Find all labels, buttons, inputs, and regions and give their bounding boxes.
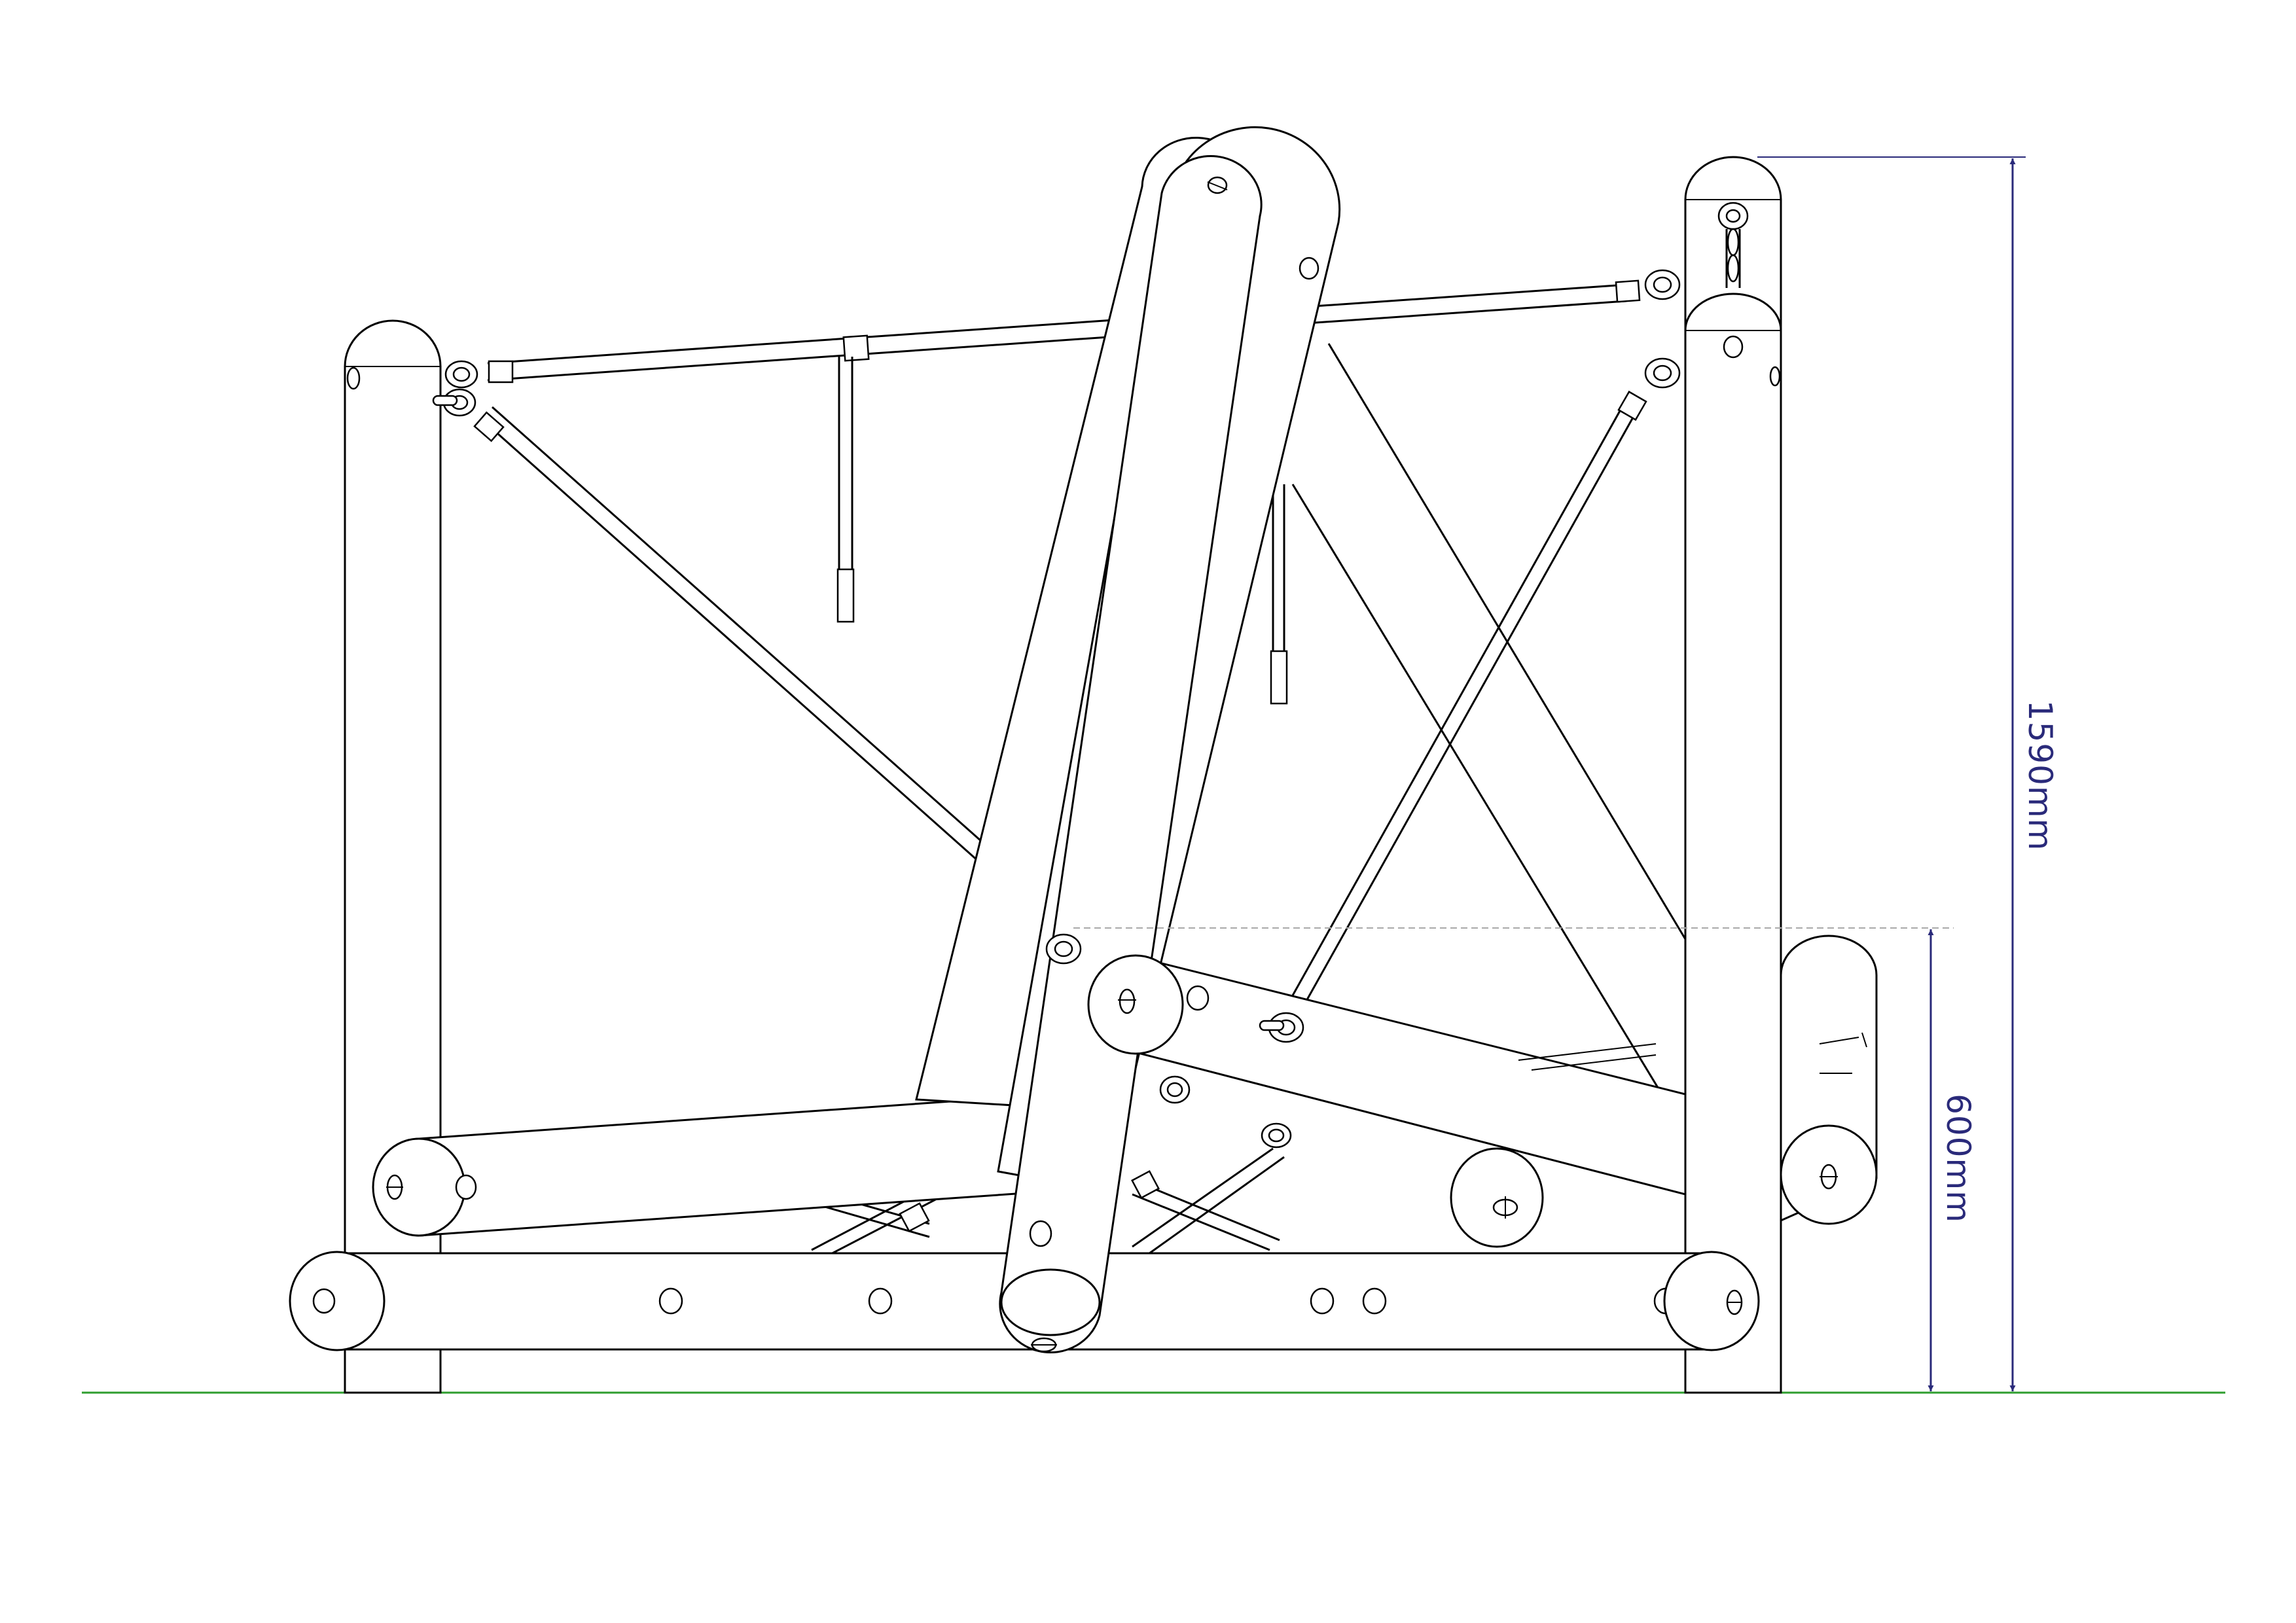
top-rope (487, 279, 1641, 383)
top-chain (1717, 202, 1749, 288)
eye-bolt (1159, 1075, 1191, 1104)
eye-bolt (432, 388, 476, 417)
right-front-post (1684, 293, 1782, 1394)
eye-bolt (444, 360, 478, 389)
hanging-rope-rear (1270, 484, 1288, 705)
eye-bolt (1259, 1012, 1304, 1043)
back-diagonal-beam (1291, 343, 1687, 1107)
platform-height-label: 600mm (1939, 1094, 1977, 1223)
total-height-label: 1590mm (2021, 700, 2059, 851)
eye-bolt (1644, 357, 1681, 389)
dimension-platform-height: 600mm (1928, 929, 1977, 1391)
tilted-beam-front (999, 154, 1263, 1354)
slanted-beam-cap (1087, 954, 1210, 1055)
eye-bolt (1644, 269, 1681, 300)
right-stub-post (1780, 935, 1878, 1225)
diagonal-rope-right (1288, 390, 1647, 1008)
left-lower-beam (372, 1093, 1055, 1237)
dimension-total-height: 1590mm (1757, 156, 2059, 1391)
hanging-rope (836, 357, 855, 623)
left-post (344, 319, 442, 1394)
eye-bolt (1045, 933, 1082, 965)
diagonal-rope-left (473, 406, 1058, 921)
